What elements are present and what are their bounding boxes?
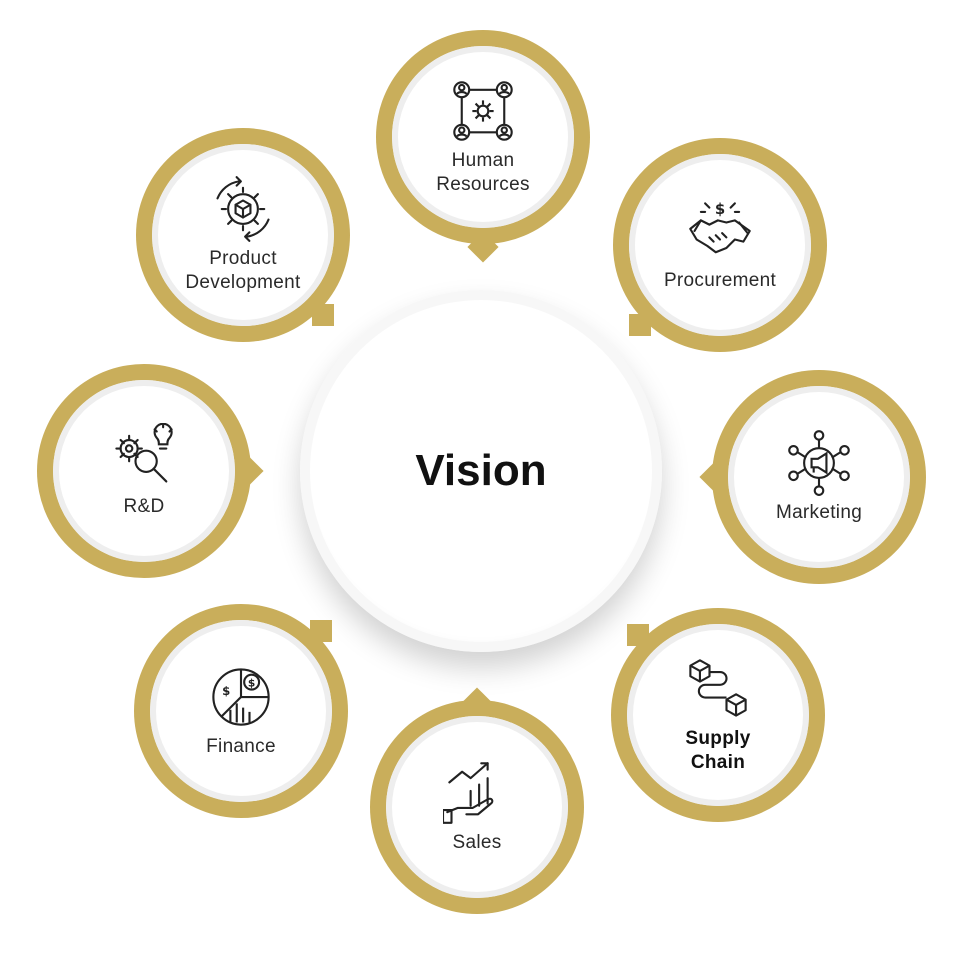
node-sales: Sales <box>370 687 584 914</box>
node-pointer <box>310 620 332 642</box>
node-inner-circle: $ $ Finance <box>150 620 332 802</box>
megaphone-network-icon <box>788 430 850 496</box>
center-title: Vision <box>415 446 547 495</box>
node-procurement: $ Procurement <box>613 138 827 352</box>
node-inner-circle: Human Resources <box>392 46 574 228</box>
svg-text:$: $ <box>222 684 230 698</box>
gear-magnifier-bulb-icon <box>115 423 173 483</box>
node-pointer <box>629 314 651 336</box>
node-inner-circle: $ Procurement <box>629 154 811 336</box>
node-inner-circle: Sales <box>386 716 568 898</box>
node-label: Product Development <box>185 248 301 293</box>
handshake-dollar-icon: $ <box>689 200 751 254</box>
svg-text:$: $ <box>715 200 725 218</box>
team-gear-icon <box>453 81 513 141</box>
node-label: Sales <box>452 832 502 853</box>
node-label: Human Resources <box>436 150 530 195</box>
node-product-development: Product Development <box>136 128 350 342</box>
node-finance: $ $ Finance <box>134 604 348 818</box>
node-human-resources: Human Resources <box>376 30 590 263</box>
node-label: Procurement <box>663 270 777 291</box>
node-pointer <box>699 461 731 493</box>
node-inner-circle: R&D <box>53 380 235 562</box>
gear-cube-cycle-icon <box>216 176 270 242</box>
svg-text:$: $ <box>248 676 255 689</box>
node-pointer <box>627 624 649 646</box>
node-pointer <box>467 231 499 263</box>
node-label: Supply Chain <box>685 728 751 773</box>
node-label: R&D <box>123 496 165 517</box>
center-vision-circle: Vision <box>300 290 662 652</box>
hand-growth-chart-icon <box>443 762 494 824</box>
node-inner-circle: Supply Chain <box>627 624 809 806</box>
node-label: Marketing <box>775 502 863 523</box>
node-supply-chain: Supply Chain <box>611 608 825 822</box>
node-pointer <box>461 687 493 719</box>
node-pointer <box>232 455 264 487</box>
supply-chain-boxes-icon <box>689 659 747 717</box>
node-pointer <box>312 304 334 326</box>
node-marketing: Marketing <box>699 370 926 584</box>
node-label: Finance <box>206 736 276 757</box>
node-inner-circle: Marketing <box>728 386 910 568</box>
pie-chart-dollar-icon: $ $ <box>212 668 270 726</box>
node-inner-circle: Product Development <box>152 144 334 326</box>
node-rnd: R&D <box>37 364 264 578</box>
